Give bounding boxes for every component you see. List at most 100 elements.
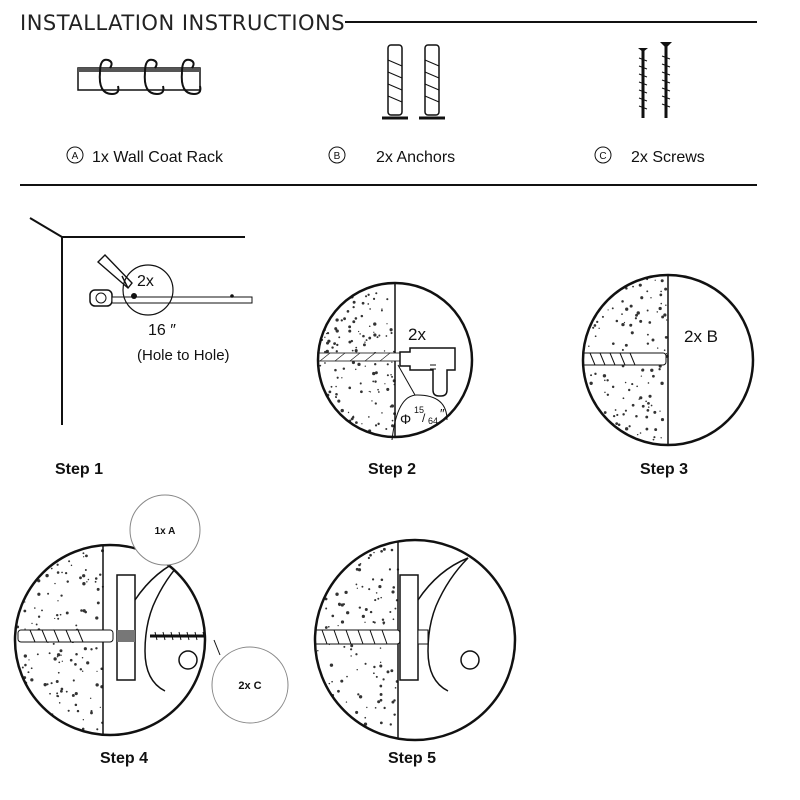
speckle	[374, 402, 377, 405]
speckle	[624, 427, 629, 431]
speckle	[355, 583, 358, 586]
speckle	[69, 658, 73, 662]
speckle	[377, 700, 381, 704]
step2-illustration: 2x Φ 15 / 64 ″	[316, 281, 474, 441]
speckle	[601, 315, 604, 318]
speckle	[382, 547, 386, 551]
speckle	[630, 323, 633, 326]
speckle	[380, 596, 382, 599]
speckle	[369, 391, 372, 393]
speckle	[374, 380, 377, 383]
speckle	[56, 656, 59, 658]
speckle	[65, 690, 68, 693]
speckle	[328, 682, 331, 685]
speckle	[635, 414, 638, 418]
speckle	[624, 381, 627, 384]
speckle	[588, 345, 590, 347]
speckle	[334, 342, 336, 344]
speckle	[335, 318, 339, 322]
speckle	[634, 317, 637, 320]
speckle	[338, 542, 340, 545]
step1-distance: 16 ″	[148, 322, 176, 339]
speckle	[318, 377, 319, 380]
speckle	[324, 583, 328, 587]
speckle	[338, 283, 341, 285]
speckle	[335, 540, 339, 543]
speckle	[630, 331, 634, 335]
speckle	[593, 412, 596, 416]
speckle	[56, 571, 60, 574]
speckle	[56, 692, 59, 695]
speckle	[362, 343, 366, 347]
speckle	[374, 706, 377, 709]
speckle	[660, 290, 662, 293]
speckle	[15, 664, 17, 667]
speckle	[659, 293, 663, 297]
speckle	[30, 678, 34, 682]
speckle	[19, 549, 22, 552]
step4-label: Step 4	[100, 750, 148, 767]
speckle	[656, 311, 659, 313]
speckle	[325, 349, 329, 354]
speckle	[55, 613, 59, 617]
speckle	[327, 339, 331, 343]
speckle	[660, 302, 663, 305]
speckle	[355, 368, 357, 371]
speckle	[16, 701, 18, 704]
speckle	[99, 573, 102, 576]
speckle	[373, 322, 377, 326]
speckle	[358, 606, 362, 609]
speckle	[74, 663, 77, 666]
speckle	[318, 337, 320, 340]
speckle	[35, 623, 38, 626]
speckle	[99, 706, 101, 708]
speckle	[625, 287, 628, 290]
speckle	[380, 309, 383, 312]
speckle	[623, 275, 625, 278]
speckle	[343, 317, 346, 321]
speckle	[26, 578, 30, 582]
speckle	[326, 283, 330, 287]
speckle	[351, 557, 354, 559]
speckle	[335, 592, 339, 596]
speckle	[28, 659, 30, 661]
speckle	[60, 654, 62, 656]
part-b-letter: B	[334, 151, 341, 162]
speckle	[90, 648, 93, 651]
step1-label: Step 1	[55, 461, 103, 478]
speckle	[36, 547, 40, 551]
speckle	[378, 584, 382, 589]
speckle	[629, 304, 633, 308]
speckle	[335, 385, 337, 388]
speckle	[365, 295, 368, 298]
speckle	[635, 313, 638, 317]
speckle	[354, 317, 358, 320]
speckle	[628, 388, 631, 392]
speckle	[647, 406, 650, 408]
speckle	[96, 728, 99, 731]
speckle	[377, 391, 380, 393]
speckle	[338, 336, 341, 339]
speckle	[329, 551, 332, 555]
speckle	[337, 728, 340, 731]
speckle	[83, 647, 87, 651]
speckle	[33, 566, 36, 569]
speckle	[367, 556, 370, 560]
speckle	[355, 350, 358, 353]
speckle	[651, 338, 655, 342]
speckle	[48, 652, 51, 655]
speckle	[653, 410, 657, 414]
part-c-letter: C	[599, 151, 606, 162]
speckle	[383, 350, 386, 352]
speckle	[355, 567, 359, 571]
speckle	[326, 331, 330, 335]
speckle	[72, 679, 75, 682]
speckle	[646, 333, 649, 336]
speckle	[95, 647, 98, 650]
speckle	[54, 582, 56, 585]
speckle	[347, 561, 349, 563]
speckle	[21, 666, 24, 669]
speckle	[317, 682, 320, 685]
speckle	[31, 622, 33, 625]
